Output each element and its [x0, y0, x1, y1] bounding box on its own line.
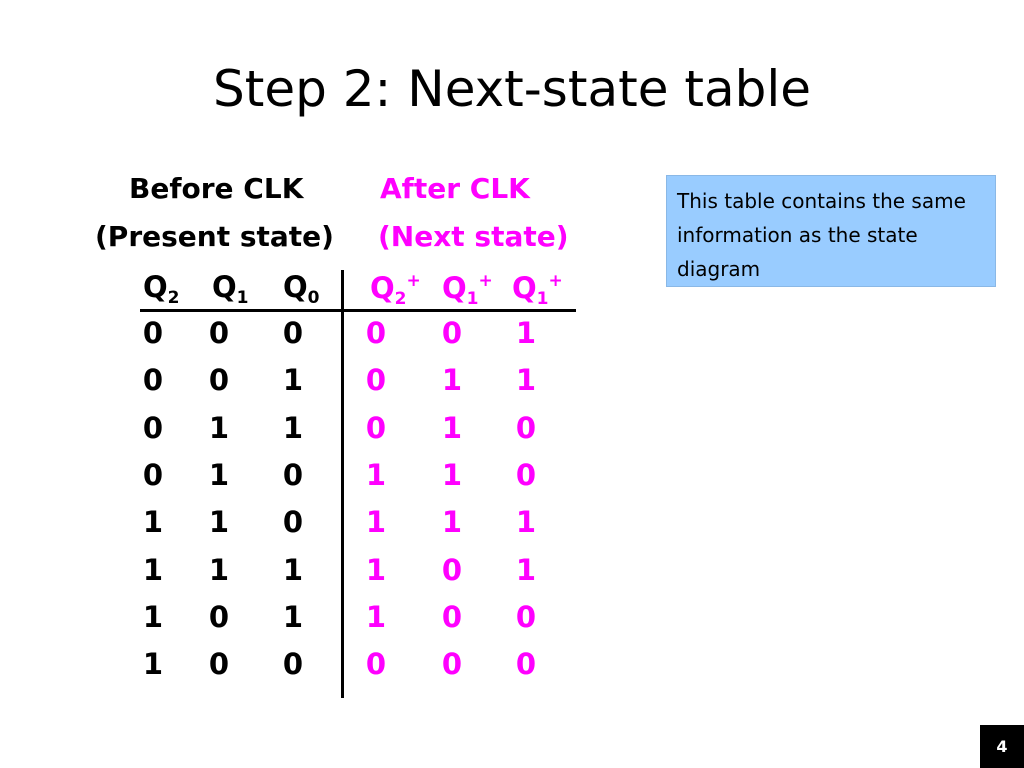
- next-state-cell: 1: [441, 458, 463, 492]
- next-state-cell: 1: [441, 363, 463, 397]
- present-state-cell: 0: [142, 316, 164, 350]
- next-state-cell: 1: [515, 316, 537, 350]
- present-state-cell: 0: [282, 647, 304, 681]
- present-state-cell: 1: [282, 363, 304, 397]
- present-state-cell: 1: [282, 411, 304, 445]
- present-state-cell: 1: [282, 553, 304, 587]
- next-state-cell: 0: [365, 411, 387, 445]
- column-header-q0: Q0: [283, 270, 320, 308]
- column-header-q1: Q1: [212, 270, 249, 308]
- next-state-cell: 1: [515, 505, 537, 539]
- next-state-cell: 0: [515, 458, 537, 492]
- next-state-cell: 1: [441, 411, 463, 445]
- next-state-cell: 1: [365, 505, 387, 539]
- column-header-next-q1: Q1+: [442, 271, 493, 309]
- next-state-cell: 1: [365, 553, 387, 587]
- present-state-cell: 1: [142, 553, 164, 587]
- header-divider: [140, 309, 576, 312]
- present-state-cell: 1: [208, 553, 230, 587]
- next-state-cell: 0: [365, 363, 387, 397]
- present-state-cell: 0: [208, 316, 230, 350]
- after-clk-header: After CLK: [380, 172, 530, 205]
- present-state-cell: 0: [142, 411, 164, 445]
- present-state-cell: 0: [142, 363, 164, 397]
- next-state-cell: 0: [441, 316, 463, 350]
- slide-title: Step 2: Next-state table: [213, 60, 811, 118]
- before-clk-header: Before CLK: [129, 172, 304, 205]
- present-state-cell: 0: [282, 316, 304, 350]
- present-state-cell: 1: [282, 600, 304, 634]
- present-state-header: (Present state): [95, 220, 334, 253]
- next-state-cell: 0: [515, 647, 537, 681]
- next-state-cell: 1: [515, 363, 537, 397]
- present-state-cell: 0: [208, 363, 230, 397]
- next-state-header: (Next state): [378, 220, 569, 253]
- present-state-cell: 1: [142, 600, 164, 634]
- column-header-next-q1-b: Q1+: [512, 271, 563, 309]
- present-state-cell: 0: [142, 458, 164, 492]
- present-state-cell: 1: [208, 458, 230, 492]
- next-state-cell: 0: [365, 316, 387, 350]
- present-state-cell: 1: [208, 505, 230, 539]
- next-state-cell: 1: [441, 505, 463, 539]
- next-state-cell: 0: [441, 647, 463, 681]
- present-state-cell: 0: [208, 600, 230, 634]
- page-number: 4: [980, 725, 1024, 768]
- next-state-cell: 0: [441, 553, 463, 587]
- present-state-cell: 0: [208, 647, 230, 681]
- present-state-cell: 1: [142, 647, 164, 681]
- column-divider: [341, 270, 344, 698]
- present-state-cell: 0: [282, 458, 304, 492]
- present-state-cell: 1: [142, 505, 164, 539]
- next-state-cell: 0: [515, 411, 537, 445]
- column-header-q2: Q2: [143, 270, 180, 308]
- present-state-cell: 0: [282, 505, 304, 539]
- next-state-cell: 1: [515, 553, 537, 587]
- column-header-next-q2: Q2+: [370, 271, 421, 309]
- next-state-cell: 0: [441, 600, 463, 634]
- next-state-cell: 1: [365, 600, 387, 634]
- next-state-cell: 1: [365, 458, 387, 492]
- present-state-cell: 1: [208, 411, 230, 445]
- next-state-cell: 0: [365, 647, 387, 681]
- info-note: This table contains the same information…: [666, 175, 996, 287]
- next-state-cell: 0: [515, 600, 537, 634]
